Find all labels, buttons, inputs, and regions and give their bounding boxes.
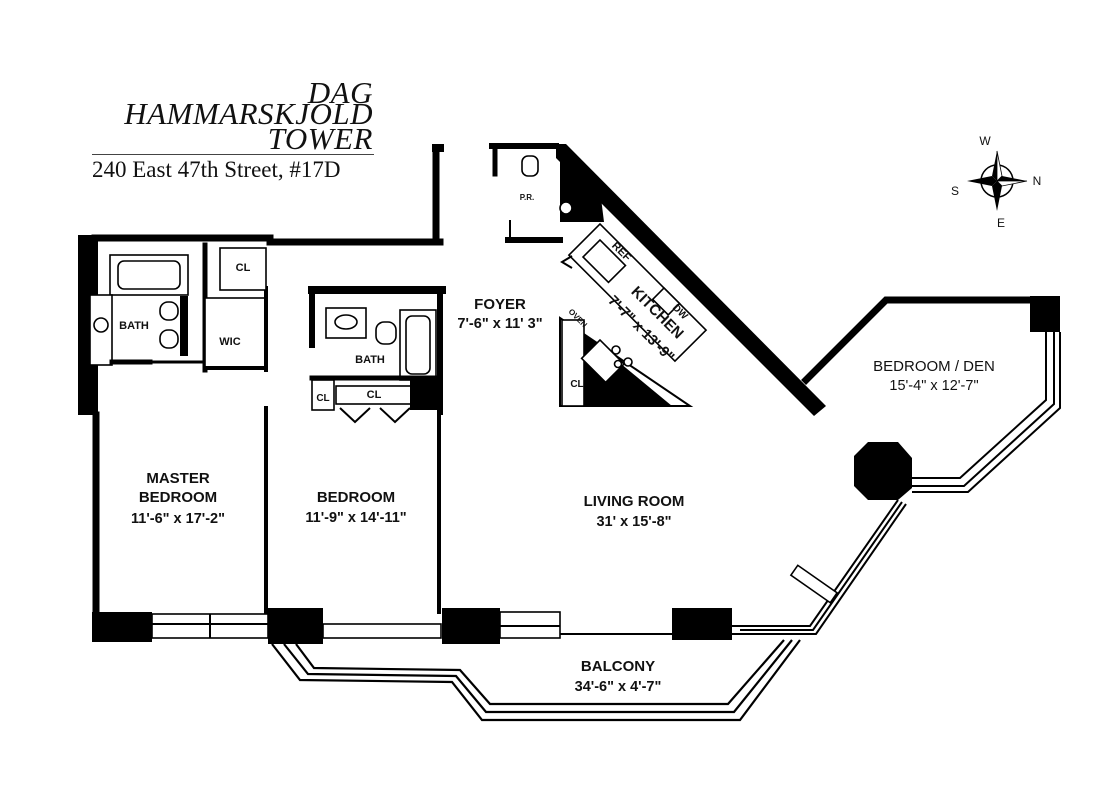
foyer-label: FOYER [474, 296, 526, 313]
compass-e: E [997, 216, 1005, 230]
closet-top-label: CL [236, 262, 251, 274]
foyer-dims: 7'-6" x 11' 3" [457, 316, 542, 332]
compass-w: W [979, 134, 991, 148]
master-bedroom-label-1: MASTER [146, 470, 210, 487]
compass-rose-icon: W N S E [951, 134, 1041, 230]
title-rule [92, 154, 374, 155]
living-room-label: LIVING ROOM [584, 493, 685, 510]
powder-room-label: P.R. [520, 193, 535, 202]
bedroom-dims: 11'-9" x 14'-11" [305, 510, 406, 526]
bedroom-den-label: BEDROOM / DEN [873, 358, 995, 375]
compass-n: N [1033, 174, 1042, 188]
master-bedroom-label-2: BEDROOM [139, 489, 217, 506]
balcony [271, 639, 801, 722]
balcony-dims: 34'-6" x 4'-7" [575, 679, 662, 695]
title-line-3: TOWER [267, 121, 373, 156]
closet-bed-small-label: CL [316, 393, 329, 404]
entry-arrow [560, 255, 573, 269]
bedroom-den-dims: 15'-4" x 12'-7" [889, 378, 978, 394]
address: 240 East 47th Street, #17D [92, 157, 341, 182]
title-line-2: HAMMARSKJOLD [124, 96, 373, 131]
bedroom-label: BEDROOM [317, 489, 395, 506]
wic-label: WIC [219, 336, 240, 348]
kitchen-area [559, 222, 708, 407]
balcony-label: BALCONY [581, 658, 655, 675]
bedroom-bath-area [308, 286, 446, 424]
powder-room [521, 155, 573, 215]
compass-s: S [951, 184, 959, 198]
bath1-label: BATH [119, 320, 149, 332]
closet-kitchen-label: CL [570, 379, 583, 390]
master-bedroom-dims: 11'-6" x 17'-2" [131, 511, 225, 527]
bath2-label: BATH [355, 354, 385, 366]
closet-bed-label: CL [367, 389, 382, 401]
title-line-1: DAG [307, 75, 373, 110]
master-bath-area [89, 242, 268, 373]
walls [78, 143, 1061, 644]
living-room-dims: 31' x 15'-8" [596, 514, 671, 530]
